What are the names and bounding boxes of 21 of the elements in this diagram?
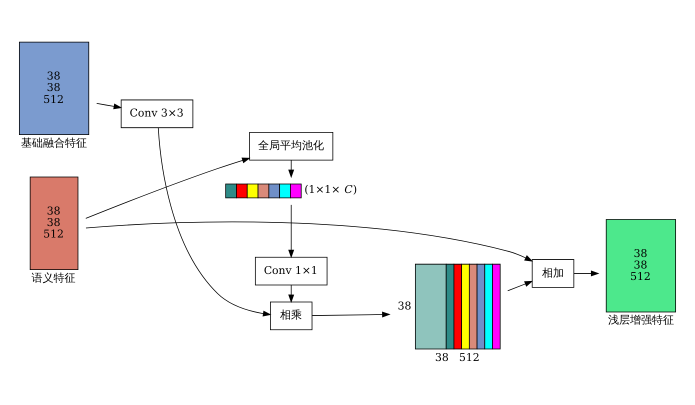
arrow [574, 270, 600, 276]
arrow [288, 284, 294, 304]
node-label: 浅层增强特征 [608, 314, 674, 327]
node-box: 相加 [532, 259, 574, 288]
node-box: Conv 1×1 [254, 256, 328, 286]
node-label: 语义特征 [32, 271, 76, 284]
arrow [158, 127, 272, 316]
arrow [507, 280, 534, 292]
arrow [85, 158, 251, 219]
arrow [96, 103, 122, 110]
arrow [288, 160, 294, 178]
node-label: (1×1×C) [304, 183, 358, 196]
node-label: 基础融合特征 [20, 136, 87, 150]
node-box: 相乘 [270, 302, 312, 330]
arrow [288, 204, 294, 258]
arrow [86, 222, 534, 262]
node-label: 38 [398, 299, 412, 312]
node-box: Conv 3×3 [120, 100, 194, 128]
node-label: 38 512 [435, 350, 480, 364]
node-box: 全局平均池化 [249, 132, 334, 160]
arrow [312, 312, 391, 318]
